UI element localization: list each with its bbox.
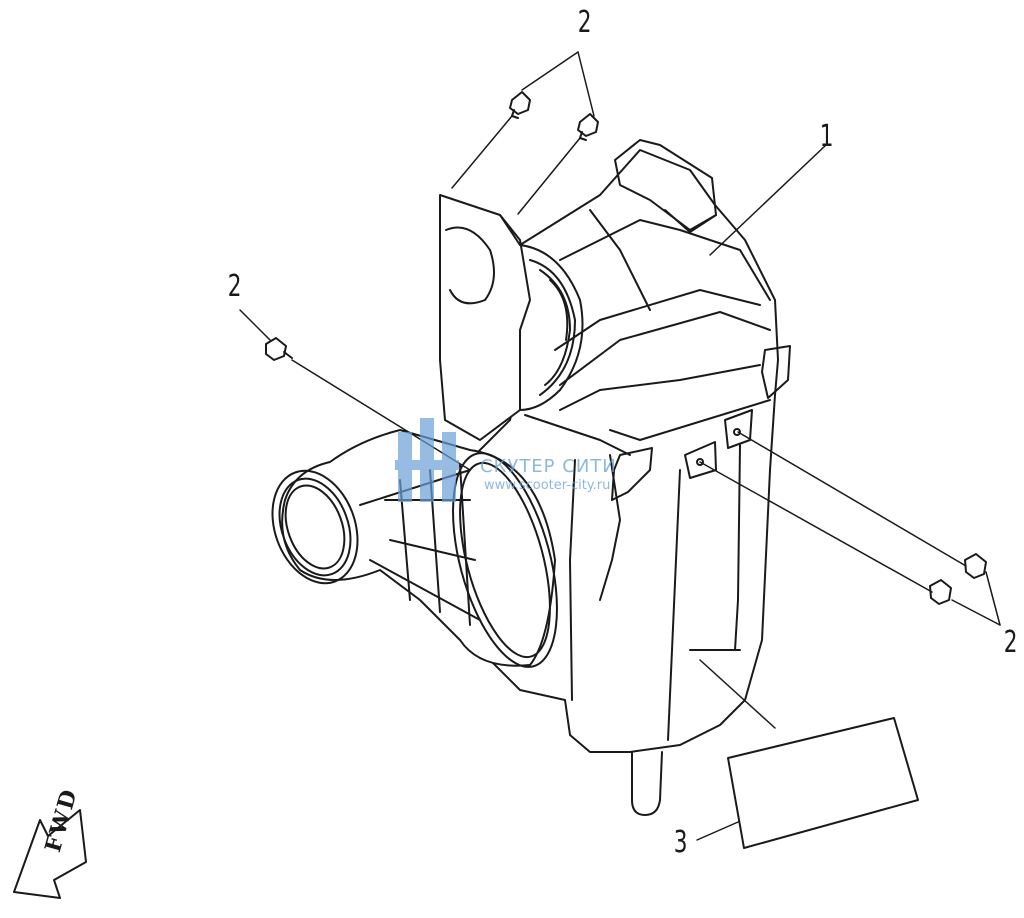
- label-sticker: [727, 717, 919, 849]
- watermark-logo: [395, 418, 459, 502]
- bolt-left: [265, 337, 293, 361]
- callout-2-right: 2: [1003, 625, 1018, 660]
- bolt-top-left: [509, 91, 531, 119]
- leader-lines: [239, 51, 1001, 841]
- upper-intake-duct: [439, 194, 584, 441]
- callout-2-top: 2: [577, 5, 592, 40]
- callout-2-left: 2: [227, 269, 242, 304]
- bolt-top-right: [577, 113, 599, 141]
- bolt-right-lower: [929, 579, 952, 605]
- watermark-url: www.scooter-city.ru: [484, 478, 611, 493]
- bolt-right-upper: [964, 553, 987, 579]
- fwd-arrow-icon: [13, 809, 87, 899]
- callout-1: 1: [819, 119, 834, 154]
- watermark-name: СКУТЕР СИТИ: [480, 456, 617, 477]
- callout-3: 3: [673, 825, 688, 860]
- front-intake-elbow: [271, 429, 558, 668]
